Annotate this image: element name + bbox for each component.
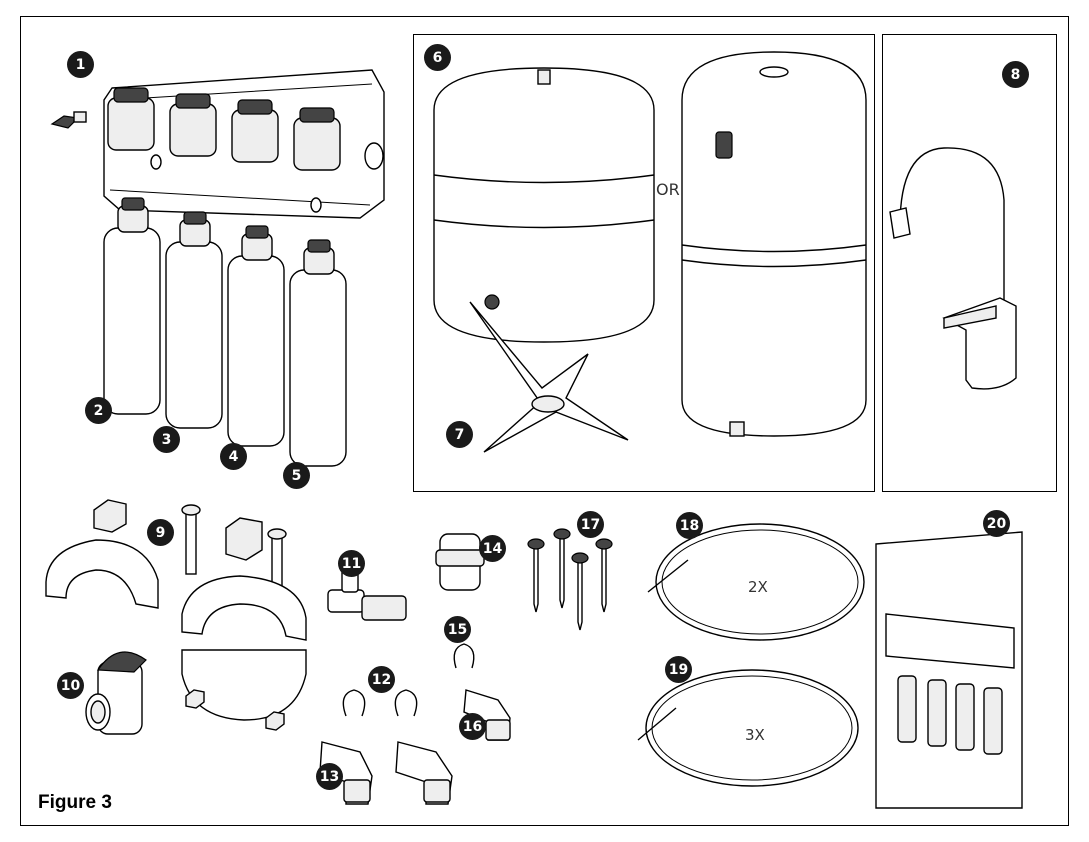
screws-drawing (527, 528, 613, 631)
clips-12-drawing (342, 689, 418, 717)
part-number-badge: 9 (147, 519, 174, 546)
filter-cartridges-drawing (103, 197, 347, 467)
elbow-fittings-13-drawing (319, 741, 453, 805)
shutoff-valve-drawing (85, 651, 147, 735)
part-number-badge: 16 (459, 713, 486, 740)
saddle-clamp-drawing (45, 499, 307, 731)
mounting-template-drawing (875, 531, 1023, 809)
panel-faucet (882, 34, 1057, 492)
part-number-badge: 13 (316, 763, 343, 790)
clip-15-drawing (453, 643, 475, 669)
part-number-badge: 6 (424, 44, 451, 71)
part-number-badge: 10 (57, 672, 84, 699)
part-number-badge: 12 (368, 666, 395, 693)
part-number-badge: 14 (479, 535, 506, 562)
part-number-badge: 2 (85, 397, 112, 424)
part-number-badge: 15 (444, 616, 471, 643)
tubing-19-quantity: 3X (745, 726, 765, 744)
part-number-badge: 4 (220, 443, 247, 470)
figure-caption: Figure 3 (38, 792, 112, 813)
part-number-badge: 3 (153, 426, 180, 453)
tank-stand-drawing (469, 301, 629, 453)
elbow-16-drawing (463, 689, 511, 741)
part-number-badge: 7 (446, 421, 473, 448)
part-number-badge: 8 (1002, 61, 1029, 88)
tubing-coil-19-drawing (637, 669, 859, 787)
part-number-badge: 20 (983, 510, 1010, 537)
storage-tank-round-drawing (433, 67, 655, 343)
storage-tank-tall-drawing (681, 51, 867, 437)
figure-frame (20, 16, 1069, 826)
connector-14-drawing (435, 533, 485, 591)
part-number-badge: 1 (67, 51, 94, 78)
filter-manifold-drawing (50, 69, 385, 219)
or-label: OR (656, 180, 680, 199)
part-number-badge: 17 (577, 511, 604, 538)
part-number-badge: 11 (338, 550, 365, 577)
faucet-drawing (889, 147, 1017, 390)
part-number-badge: 5 (283, 462, 310, 489)
tubing-coil-18-drawing (647, 523, 865, 641)
tubing-18-quantity: 2X (748, 578, 768, 596)
part-number-badge: 19 (665, 656, 692, 683)
panel-storage-tank (413, 34, 875, 492)
part-number-badge: 18 (676, 512, 703, 539)
